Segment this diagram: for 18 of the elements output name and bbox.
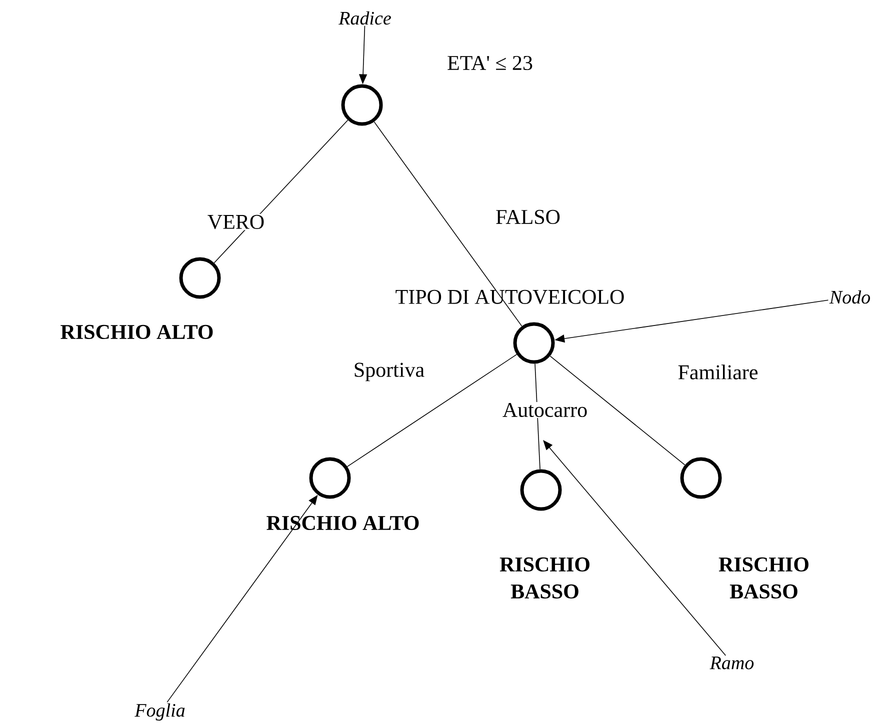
node-label: RISCHIO BASSO — [484, 556, 606, 600]
callout-text: Nodo — [829, 290, 870, 304]
node-label: RISCHIO BASSO — [703, 556, 825, 600]
branch-line — [346, 354, 518, 467]
edge-label: Familiare — [676, 364, 760, 380]
node-label: RISCHIO ALTO — [59, 324, 215, 340]
branch-line — [550, 356, 686, 466]
callout-text: Ramo — [710, 656, 754, 670]
branch-line — [214, 120, 348, 264]
edge-label: VERO — [206, 214, 266, 230]
edge-label: Sportiva — [352, 362, 426, 382]
branch-line — [374, 121, 522, 327]
edge-label: Autocarro — [501, 402, 589, 418]
leader-line — [543, 440, 726, 656]
node-label: ETA' ≤ 23 — [446, 54, 534, 72]
edge-label: FALSO — [494, 208, 562, 226]
callout-text: Radice — [338, 11, 391, 25]
callout-text: Foglia — [134, 703, 185, 721]
